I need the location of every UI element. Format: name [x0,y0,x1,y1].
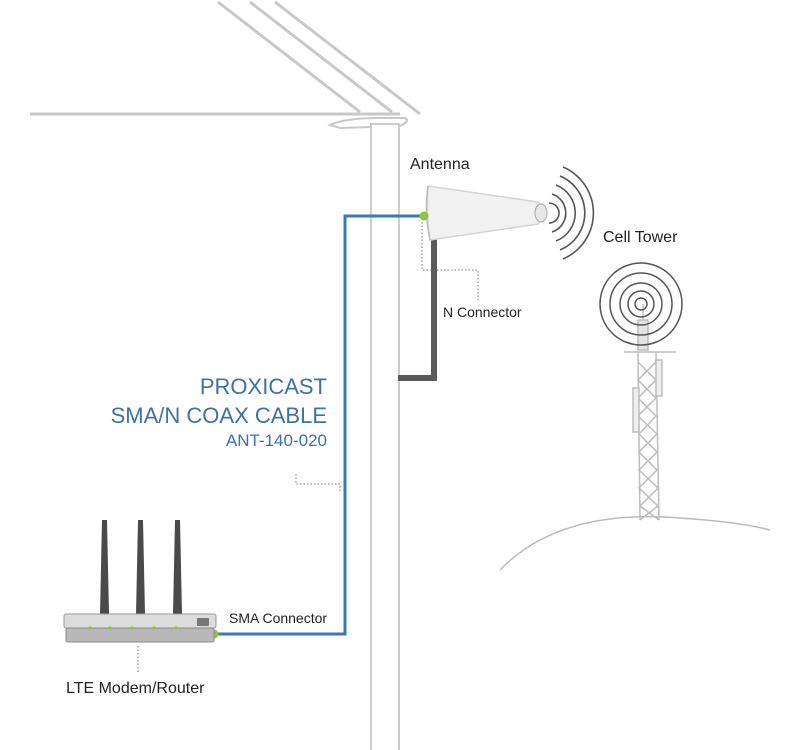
coax-cable [214,214,424,636]
signal-waves-antenna [548,166,595,260]
router [63,613,217,643]
sma-connector-label: SMA Connector [229,610,328,626]
cable-part-number: ANT-140-020 [225,431,327,450]
cable-brand: PROXICAST [199,374,327,399]
house-roof [30,0,421,116]
hill [499,515,771,571]
n-connector-dot [419,211,429,221]
signal-waves-tower [599,262,683,346]
leader-lines [137,222,479,672]
mast-pole [370,123,400,750]
yagi-antenna [425,185,548,241]
router-antennas [100,520,182,614]
cell-tower-label: Cell Tower [603,229,678,246]
antenna-mount-cable [398,238,437,381]
modem-router-label: LTE Modem/Router [66,680,205,697]
cell-tower [624,304,676,521]
antenna-label: Antenna [410,156,470,173]
cable-name: SMA/N COAX CABLE [110,403,327,428]
n-connector-label: N Connector [443,304,522,320]
